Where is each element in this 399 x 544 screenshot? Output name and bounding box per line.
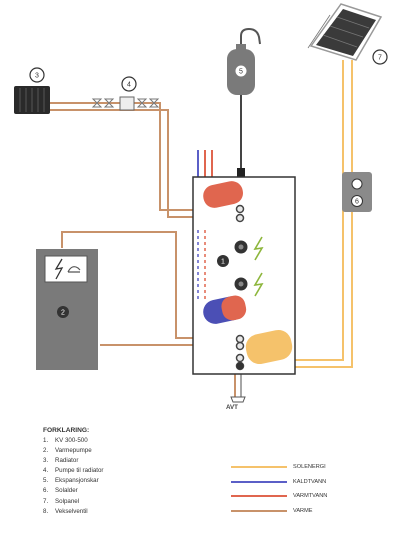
badge-valve xyxy=(236,362,244,370)
pump-valves xyxy=(91,98,160,108)
badge-radiator xyxy=(29,67,45,83)
badge-pump xyxy=(121,76,137,92)
legend: FORKLARING: 1.KV 300-500 2.Varmepumpe 3.… xyxy=(43,427,104,517)
line-key-swatch xyxy=(231,510,287,513)
badge-tank-label: 1 xyxy=(221,259,225,266)
upper-coil xyxy=(203,181,244,208)
legend-item: 8.Vekselventil xyxy=(43,507,88,515)
legend-item: 7.Solpanel xyxy=(43,497,80,505)
radiator-pump xyxy=(119,96,135,111)
badge-tank xyxy=(217,255,229,267)
outlet-label: AVT xyxy=(226,404,238,411)
line-key-item: SOLENERGI xyxy=(231,460,327,475)
legend-item: 6.Solalder xyxy=(43,487,78,495)
badge-expansion-label: 5 xyxy=(239,69,243,76)
heat-pump-panel xyxy=(44,255,88,283)
line-key-swatch xyxy=(231,495,287,498)
heat-pump-tap-icon xyxy=(67,266,81,273)
solar-panel xyxy=(307,3,383,61)
line-key-item: KALDTVANN xyxy=(231,475,327,490)
legend-item: 3.Radiator xyxy=(43,457,79,465)
solar-coil xyxy=(245,329,293,365)
legend-item: 2.Varmepumpe xyxy=(43,447,92,455)
line-key-item: VARME xyxy=(231,504,327,519)
heat-pump-lightning-icon xyxy=(54,258,64,280)
expansion-hook xyxy=(240,27,261,45)
badge-pump-label: 4 xyxy=(127,82,131,89)
badge-solar-unit xyxy=(351,195,363,207)
line-key-item: VARMTVANN xyxy=(231,489,327,504)
solar-unit-gauge xyxy=(351,178,363,190)
solar-unit xyxy=(342,172,372,212)
outlet-tap-icon xyxy=(230,396,246,403)
tank-top-connector xyxy=(237,168,245,177)
line-key: SOLENERGI KALDTVANN VARMTVANN VARME xyxy=(231,460,327,518)
legend-title: FORKLARING: xyxy=(43,427,90,434)
badge-solar-panel-label: 7 xyxy=(378,55,382,62)
badge-radiator-label: 3 xyxy=(35,73,39,80)
legend-item: 1.KV 300-500 xyxy=(43,437,88,444)
badge-solar-panel xyxy=(372,49,388,65)
electric-elements xyxy=(234,240,248,291)
line-key-swatch xyxy=(231,466,287,469)
line-key-swatch xyxy=(231,480,287,483)
legend-item: 4.Pumpe til radiator xyxy=(43,467,104,475)
lightning-icon xyxy=(253,236,264,297)
expansion-tank-cap xyxy=(236,44,246,50)
legend-item: 5.Ekspansjonskar xyxy=(43,477,99,485)
hot-water-pipes xyxy=(204,150,213,178)
lower-coil-hot xyxy=(221,295,247,321)
radiator-fins xyxy=(19,88,45,112)
badge-expansion xyxy=(235,65,247,77)
badge-heat-pump xyxy=(57,306,69,318)
badge-solar-unit-label: 6 xyxy=(355,199,359,206)
badge-heat-pump-label: 2 xyxy=(61,310,65,317)
